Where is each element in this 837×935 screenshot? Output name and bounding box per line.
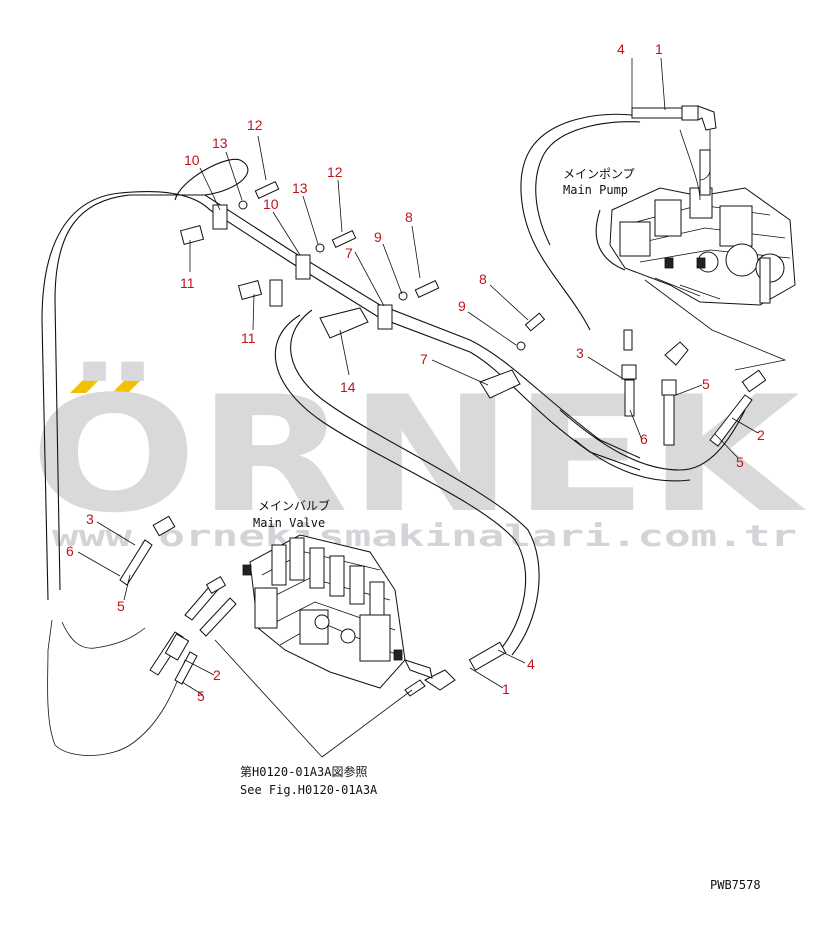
- callout-number: 12: [247, 117, 263, 133]
- callout-number: 4: [617, 41, 625, 57]
- callout-number: 7: [420, 351, 428, 367]
- assembly-labels: メインポンプ Main Pump メインバルブ Main Valve 第H012…: [240, 167, 761, 892]
- callout-number: 2: [213, 667, 221, 683]
- callout-number: 5: [702, 376, 710, 392]
- callout-number: 11: [180, 275, 195, 291]
- callout-number: 6: [640, 431, 648, 447]
- callout-number: 6: [66, 543, 74, 559]
- main-valve-label-jp: メインバルブ: [258, 498, 330, 513]
- main-pump-label-jp: メインポンプ: [563, 167, 635, 181]
- watermark-url: www.ornekismakinalari.com.tr: [52, 519, 797, 553]
- callout-number: 8: [479, 271, 487, 287]
- callout-number: 13: [292, 180, 308, 196]
- callouts: 4 1 12 13 10 13 12 10 8 9 7 11 11 8 9 14…: [66, 41, 765, 704]
- callout-number: 1: [655, 41, 663, 57]
- callout-number: 13: [212, 135, 228, 151]
- watermark-accent-right: [112, 377, 144, 393]
- callout-number: 10: [184, 152, 200, 168]
- watermark-brand: ÖRNEK: [30, 360, 806, 548]
- callout-number: 8: [405, 209, 413, 225]
- main-pump: [609, 149, 796, 306]
- fittings: [119, 105, 767, 697]
- drawing-id: PWB7578: [710, 878, 761, 892]
- callout-number: 10: [263, 196, 279, 212]
- callout-number: 12: [327, 164, 343, 180]
- callout-number: 9: [374, 229, 382, 245]
- callout-number: 5: [117, 598, 125, 614]
- callout-number: 5: [197, 688, 205, 704]
- callout-number: 1: [502, 681, 510, 697]
- main-valve-label-en: Main Valve: [253, 516, 325, 530]
- hoses: [41, 113, 787, 756]
- callout-number: 3: [86, 511, 94, 527]
- callout-number: 4: [527, 656, 535, 672]
- main-valve: [242, 534, 406, 689]
- callout-number: 9: [458, 298, 466, 314]
- callout-number: 7: [345, 245, 353, 261]
- watermark-accent-left: [70, 377, 102, 393]
- callout-number: 5: [736, 454, 744, 470]
- callout-number: 3: [576, 345, 584, 361]
- callout-number: 14: [340, 379, 356, 395]
- callout-number: 2: [757, 427, 765, 443]
- watermark: ÖRNEK www.ornekismakinalari.com.tr: [30, 360, 806, 553]
- main-pump-label-en: Main Pump: [563, 183, 628, 197]
- leader-lines: [77, 57, 759, 758]
- reference-note-jp: 第H0120-01A3A図参照: [240, 764, 367, 779]
- callout-number: 11: [241, 330, 256, 346]
- reference-note-en: See Fig.H0120-01A3A: [240, 783, 378, 797]
